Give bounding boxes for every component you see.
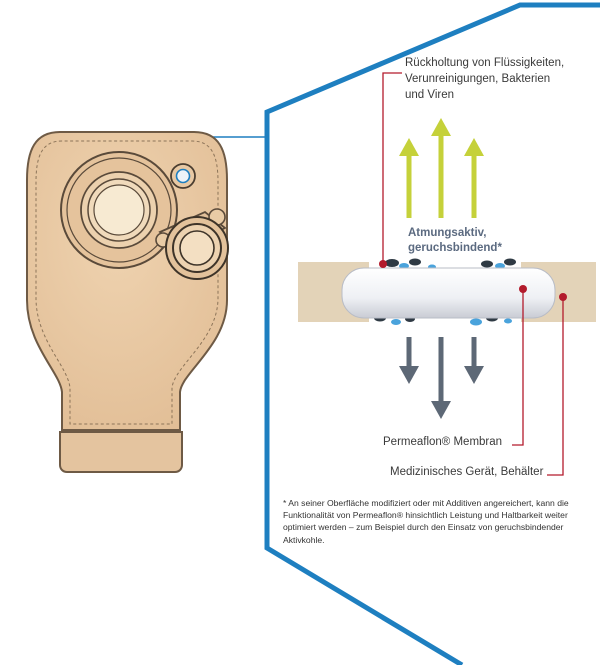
device-label: Medizinisches Gerät, Behälter: [390, 466, 544, 478]
bag-outlet: [59, 431, 183, 473]
ostomy-bag: [26, 131, 229, 473]
retention-label: Rückholtung von Flüssigkeiten, Verunrein…: [405, 55, 595, 103]
retention-label-line: Verunreinigungen, Bakterien: [405, 73, 551, 85]
down-arrows: [399, 337, 484, 419]
zoom-panel-frame: [264, 2, 600, 665]
breathable-label: Atmungsaktiv, geruchsbindend*: [408, 226, 578, 256]
callout-dots: [379, 260, 567, 301]
retention-label-line: und Viren: [405, 89, 455, 101]
particles: [374, 258, 516, 326]
callout-lines: [382, 72, 564, 476]
permeaflon-membrane: [341, 267, 556, 319]
breathable-label-line: Atmungsaktiv,: [408, 227, 487, 239]
up-arrows: [399, 118, 484, 218]
bag-filter: [170, 163, 196, 189]
breathable-label-line: geruchsbindend*: [408, 242, 502, 254]
membrane-label: Permeaflon® Membran: [383, 436, 503, 448]
bag-seam: [35, 140, 219, 425]
retention-label-line: Rückholtung von Flüssigkeiten,: [405, 57, 565, 69]
footnote: * An seiner Oberfläche modifiziert oder …: [283, 498, 569, 545]
